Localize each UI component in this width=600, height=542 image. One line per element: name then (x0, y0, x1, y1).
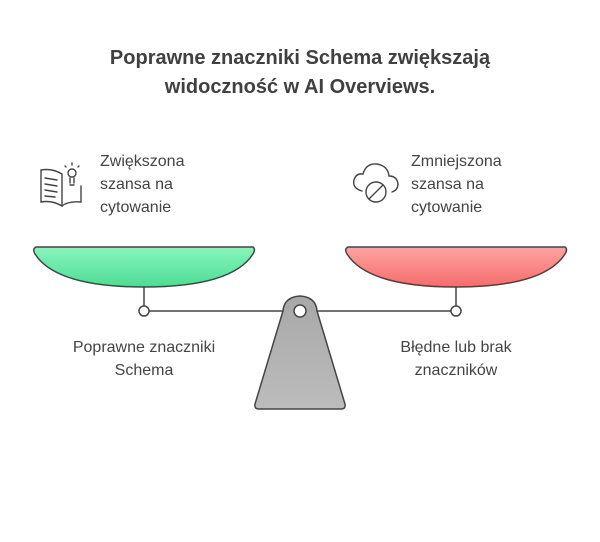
left-outcome-line: cytowanie (100, 199, 172, 216)
center-pivot (293, 304, 307, 318)
right-label-line: Błędne lub brak (400, 339, 512, 356)
left-pan (32, 246, 256, 288)
right-outcome-line: szansa na (411, 176, 484, 193)
diagram-title: Poprawne znaczniki Schema zwiększają wid… (0, 44, 600, 102)
right-outcome-line: Zmniejszona (411, 153, 502, 170)
right-pivot (450, 305, 462, 317)
title-line-1: Poprawne znaczniki Schema zwiększają (109, 47, 491, 69)
left-label-line: Poprawne znaczniki (72, 339, 216, 356)
right-outcome: Zmniejszona szansa na cytowanie (411, 150, 502, 219)
left-label: Poprawne znaczniki Schema (44, 336, 244, 382)
left-label-line: Schema (114, 362, 174, 379)
right-pan (344, 246, 568, 288)
right-label-line: znaczników (414, 362, 498, 379)
right-label: Błędne lub brak znaczników (356, 336, 556, 382)
left-pivot (138, 305, 150, 317)
fulcrum (254, 295, 346, 410)
left-outcome: Zwiększona szansa na cytowanie (100, 150, 184, 219)
left-outcome-line: Zwiększona (100, 153, 185, 170)
book-lightbulb-icon (40, 162, 82, 208)
right-outcome-line: cytowanie (411, 199, 483, 216)
left-outcome-line: szansa na (100, 176, 173, 193)
title-line-2: widoczność w AI Overviews. (164, 76, 436, 98)
cloud-blocked-icon (352, 163, 399, 203)
